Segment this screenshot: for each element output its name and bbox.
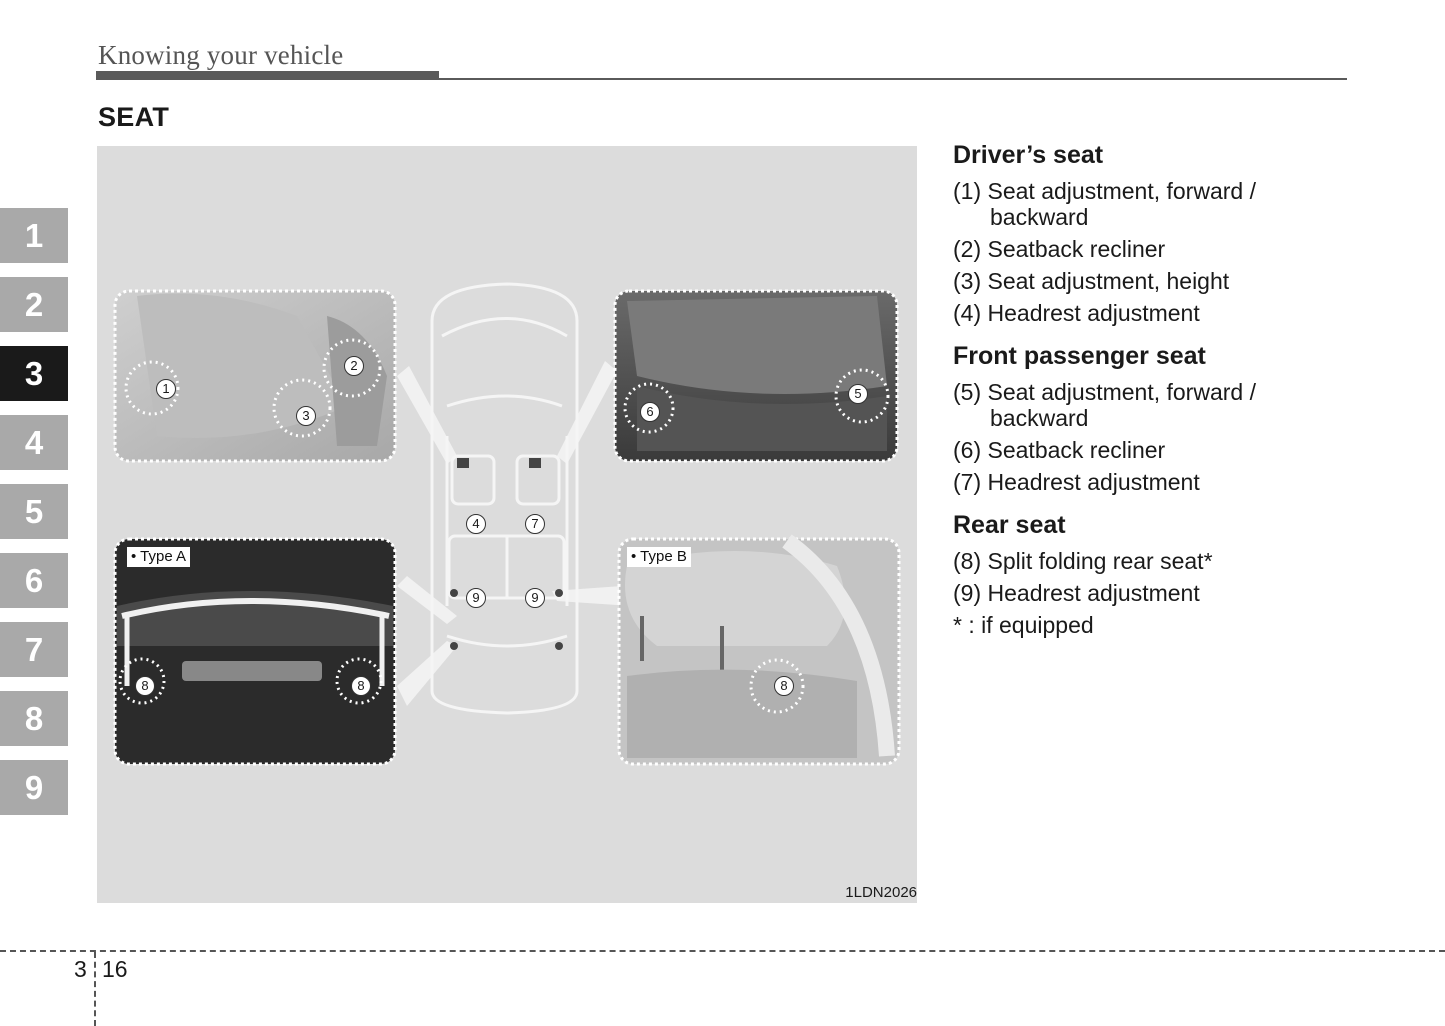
seat-illustration: 1 2 3 4 5 6 7 8 8 8 9 9 • Type A • Type … [97, 146, 917, 903]
callout-4: 4 [466, 514, 486, 534]
type-b-label: • Type B [627, 547, 691, 567]
chapter-tab-5[interactable]: 5 [0, 484, 68, 539]
group-title: Driver’s seat [953, 141, 1104, 169]
chapter-tabs: 1 2 3 4 5 6 7 8 9 [0, 208, 68, 829]
driver-seat-inset [113, 289, 397, 463]
group-title: Front passenger seat [953, 342, 1206, 370]
chapter-tab-9[interactable]: 9 [0, 760, 68, 815]
chapter-tab-7[interactable]: 7 [0, 622, 68, 677]
list-item: (1) Seat adjustment, forward / backward [953, 178, 1256, 230]
passenger-seat-inset [613, 289, 899, 463]
callout-1: 1 [156, 379, 176, 399]
callout-6: 6 [640, 402, 660, 422]
driver-seat-group: Driver’s seat (1) Seat adjustment, forwa… [953, 141, 1353, 326]
header-rule-thin [439, 78, 1347, 80]
callout-2: 2 [344, 356, 364, 376]
list-item: (4) Headrest adjustment [953, 300, 1200, 326]
list-item: (6) Seatback recliner [953, 437, 1166, 463]
chapter-tab-8[interactable]: 8 [0, 691, 68, 746]
page-number: 16 [102, 956, 128, 982]
footer-divider [0, 950, 1445, 952]
list-item: (9) Headrest adjustment [953, 580, 1200, 606]
footnote: * : if equipped [953, 612, 1094, 638]
type-a-label: • Type A [127, 547, 191, 567]
page-chapter-number: 3 [74, 956, 87, 982]
chapter-tab-3[interactable]: 3 [0, 346, 68, 401]
callout-8-right: 8 [351, 676, 371, 696]
rear-seat-group: Rear seat (8) Split folding rear seat* (… [953, 511, 1353, 638]
chapter-tab-6[interactable]: 6 [0, 553, 68, 608]
list-item: (3) Seat adjustment, height [953, 268, 1230, 294]
list-item: (8) Split folding rear seat* [953, 548, 1213, 574]
figure-code: 1LDN2026 [845, 884, 917, 901]
running-header: Knowing your vehicle [98, 40, 344, 70]
chapter-tab-4[interactable]: 4 [0, 415, 68, 470]
chapter-tab-1[interactable]: 1 [0, 208, 68, 263]
list-item: (2) Seatback recliner [953, 236, 1166, 262]
section-title: SEAT [98, 102, 170, 132]
trunk-type-a-inset [113, 537, 397, 766]
callout-3: 3 [296, 406, 316, 426]
footer-vertical-divider [94, 952, 96, 1026]
list-item: (7) Headrest adjustment [953, 469, 1200, 495]
rear-seat-type-b-inset [617, 534, 901, 766]
callout-9-right: 9 [525, 588, 545, 608]
callout-9-left: 9 [466, 588, 486, 608]
header-rule-thick [96, 71, 439, 80]
front-passenger-seat-group: Front passenger seat (5) Seat adjustment… [953, 342, 1353, 495]
callout-8-left: 8 [135, 676, 155, 696]
callout-5: 5 [848, 384, 868, 404]
group-title: Rear seat [953, 511, 1066, 539]
list-item: (5) Seat adjustment, forward / backward [953, 379, 1256, 431]
seat-description: Driver’s seat (1) Seat adjustment, forwa… [953, 141, 1353, 654]
chapter-tab-2[interactable]: 2 [0, 277, 68, 332]
car-top-view [430, 282, 579, 715]
callout-8-type-b: 8 [774, 676, 794, 696]
seat-diagram [113, 282, 901, 766]
callout-7: 7 [525, 514, 545, 534]
